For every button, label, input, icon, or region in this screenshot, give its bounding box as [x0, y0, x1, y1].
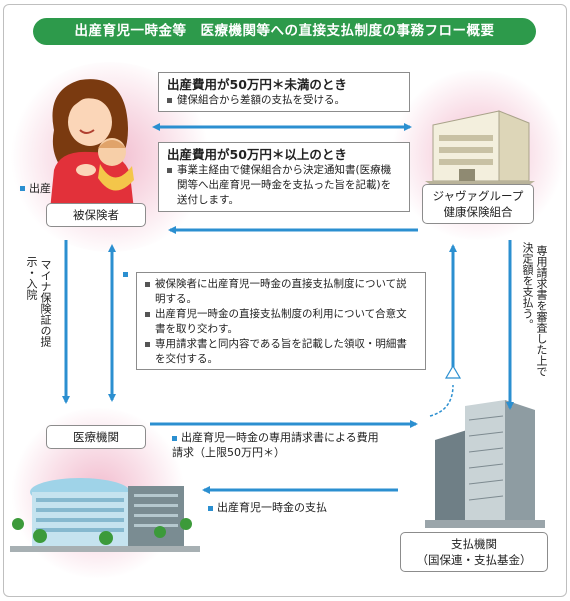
payment-note-text: 出産育児一時金の支払	[217, 501, 327, 514]
node-insured: 被保険者	[46, 203, 146, 227]
over-50-header: 出産費用が50万円＊以上のとき	[167, 147, 347, 162]
under-50-bullet: 健保組合から差額の支払を受ける。	[177, 94, 345, 106]
right-vertical-note: 専用請求書を審査した上で決定額を支払う。	[520, 242, 548, 382]
claim-note: 出産育児一時金の専用請求書による費用請求（上限50万円＊）	[172, 430, 382, 460]
arrow-claim-to-union	[429, 384, 454, 417]
node-union-line2: 健康保険組合	[443, 205, 513, 219]
mother-baby-illustration	[50, 79, 134, 210]
bullet-icon	[145, 282, 150, 287]
bullet-icon	[20, 185, 25, 191]
birth-label-text: 出産	[29, 182, 51, 195]
bullet-icon	[167, 168, 172, 173]
node-union: ジャヴァグループ 健康保険組合	[422, 184, 534, 224]
bullet-icon	[208, 505, 213, 511]
left-vertical-text: マイナ保険証の提示・入院	[25, 256, 52, 347]
payment-note: 出産育児一時金の支払	[208, 500, 388, 515]
bullet-icon	[172, 435, 177, 441]
explain-box: 被保険者に出産育児一時金の直接支払制度について説明する。 出産育児一時金の直接支…	[136, 272, 426, 370]
explain-bullet-marker	[123, 272, 128, 277]
node-insured-label: 被保険者	[73, 208, 119, 222]
node-union-line1: ジャヴァグループ	[432, 189, 524, 203]
under-50-header: 出産費用が50万円＊未満のとき	[167, 77, 347, 92]
explain-item-3: 専用請求書と同内容である旨を記載した領収・明細書を交付する。	[155, 338, 407, 365]
over-50-info-box: 出産費用が50万円＊以上のとき 事業主経由で健保組合から決定通知書(医療機関等へ…	[158, 142, 410, 212]
bullet-icon	[145, 342, 150, 347]
diagram-title: 出産育児一時金等 医療機関等への直接支払制度の事務フロー概要	[33, 18, 536, 45]
bullet-icon	[145, 312, 150, 317]
explain-item-1: 被保険者に出産育児一時金の直接支払制度について説明する。	[155, 278, 407, 305]
birth-label: 出産	[20, 180, 51, 196]
bullet-icon	[167, 98, 172, 103]
payer-building-illustration	[425, 400, 545, 528]
under-50-info-box: 出産費用が50万円＊未満のとき 健保組合から差額の支払を受ける。	[158, 72, 410, 112]
node-medical-label: 医療機関	[73, 430, 119, 444]
union-building-illustration	[425, 110, 535, 185]
left-vertical-note: マイナ保険証の提示・入院	[24, 256, 52, 356]
over-50-bullet: 事業主経由で健保組合から決定通知書(医療機関等へ出産育児一時金を支払った旨を記載…	[177, 164, 392, 206]
node-payer-line2: （国保連・支払基金）	[416, 553, 532, 567]
node-payer-line1: 支払機関	[451, 537, 497, 551]
node-medical: 医療機関	[46, 425, 146, 449]
right-vertical-text: 専用請求書を審査した上で決定額を支払う。	[521, 242, 548, 377]
claim-note-text: 出産育児一時金の専用請求書による費用請求（上限50万円＊）	[172, 431, 379, 459]
node-payer: 支払機関 （国保連・支払基金）	[400, 532, 548, 572]
explain-item-2: 出産育児一時金の直接支払制度の利用について合意文書を取り交わす。	[155, 308, 407, 335]
hospital-illustration	[10, 478, 200, 552]
